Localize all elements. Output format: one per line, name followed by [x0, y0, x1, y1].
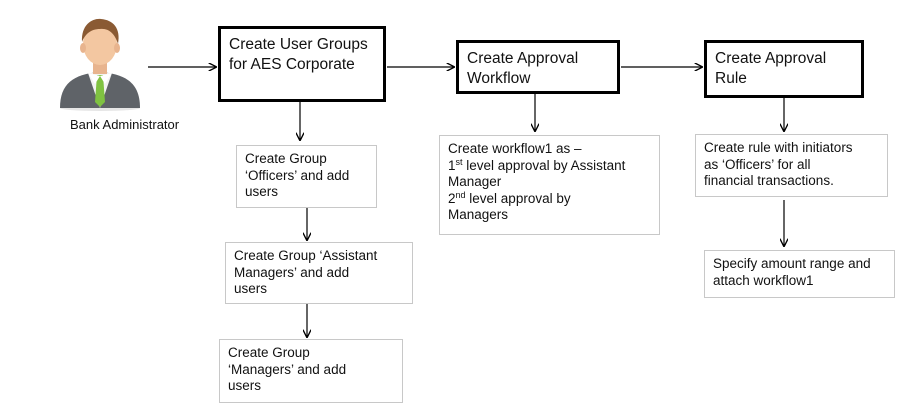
workflow-level1: 1st level approval by Assistant [448, 156, 651, 175]
group-step-managers: Create Group ‘Managers’ and add users [219, 339, 403, 403]
step-create-user-groups: Create User Groups for AES Corporate [218, 26, 386, 102]
rule-step-line: Create rule with initiators [704, 140, 853, 155]
group-step-line: ‘Managers’ and add [228, 361, 347, 377]
workflow-line: Create workflow1 as – [448, 141, 582, 156]
user-avatar-icon [60, 18, 140, 111]
level2-text: level approval by [465, 190, 571, 206]
workflow-line: Manager [448, 174, 502, 189]
rule-step-line: as ‘Officers’ for all [704, 156, 811, 172]
level1-number: 1 [448, 157, 456, 173]
group-step-officers: Create Group ‘Officers’ and add users [236, 145, 377, 208]
level1-ordinal: st [455, 156, 463, 167]
workflow-level2: 2nd level approval by [448, 189, 651, 208]
step-line: Create User Groups [229, 36, 368, 53]
rule-step-line: financial transactions. [704, 173, 834, 188]
step-line: Rule [715, 70, 747, 87]
group-step-line: Create Group ‘Assistant [234, 248, 378, 263]
rule-step-line: Specify amount range and [713, 256, 871, 271]
group-step-line: ‘Officers’ and add [245, 167, 350, 183]
group-step-line: users [234, 281, 268, 296]
group-step-line: Create Group [245, 151, 327, 166]
group-step-assistant-managers: Create Group ‘Assistant Managers’ and ad… [225, 242, 413, 304]
step-create-approval-workflow: Create Approval Workflow [456, 40, 620, 94]
group-step-line: users [245, 184, 279, 199]
group-step-line: Managers’ and add [234, 264, 350, 280]
level2-number: 2 [448, 190, 456, 206]
actor-label: Bank Administrator [70, 117, 180, 132]
rule-step-initiators: Create rule with initiators as ‘Officers… [695, 134, 888, 197]
step-line: Workflow [467, 70, 531, 87]
workflow-line: Managers [448, 207, 509, 222]
step-line: Create Approval [467, 50, 579, 67]
rule-step-line: attach workflow1 [713, 272, 814, 288]
level1-text: level approval by Assistant [462, 157, 626, 173]
group-step-line: Create Group [228, 345, 310, 360]
group-step-line: users [228, 378, 262, 393]
level2-ordinal: nd [455, 189, 466, 200]
workflow-detail: Create workflow1 as – 1st level approval… [439, 135, 660, 235]
rule-step-amount-range: Specify amount range and attach workflow… [704, 250, 895, 298]
step-create-approval-rule: Create Approval Rule [704, 40, 864, 98]
step-line: Create Approval [715, 50, 827, 67]
step-line: for AES Corporate [229, 56, 355, 73]
